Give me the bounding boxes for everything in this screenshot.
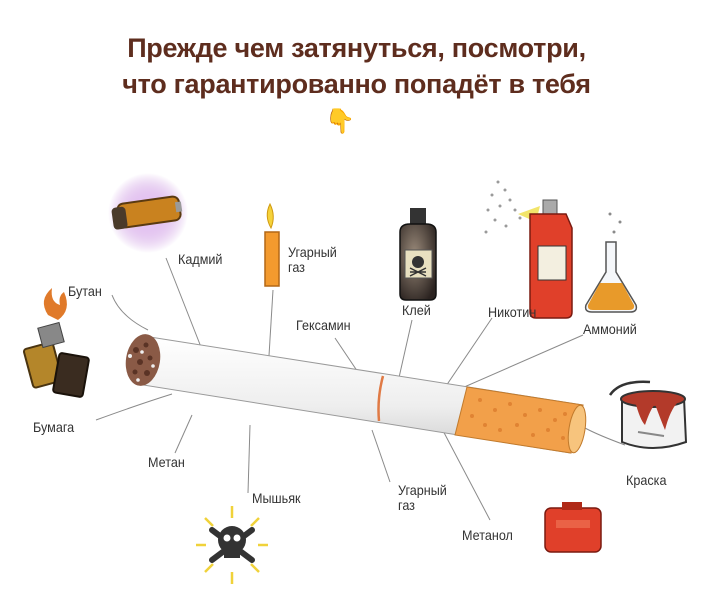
- flask-icon: [584, 212, 638, 313]
- lighter-icon: [23, 288, 90, 398]
- label-arsenic: Мышьяк: [252, 490, 301, 506]
- paint-can-icon: [608, 380, 688, 449]
- poison-bottle-icon: [399, 208, 437, 301]
- label-paper: Бумага: [33, 419, 75, 435]
- title-line-1: Прежде чем затянуться, посмотри,: [127, 33, 586, 63]
- poster-title: Прежде чем затянуться, посмотри, что гар…: [0, 30, 713, 102]
- skull-icon: [196, 506, 268, 584]
- label-hexamine: Гексамин: [296, 317, 351, 333]
- title-line-2: что гарантированно попадёт в тебя: [122, 69, 591, 99]
- battery-icon: [108, 173, 188, 253]
- pointing-down-hand-icon: 👇: [325, 108, 355, 135]
- spray-can-icon: [484, 180, 573, 319]
- label-carbon-monoxide-top: Угарный газ: [288, 244, 337, 275]
- label-ammonia: Аммоний: [583, 321, 637, 337]
- label-cadmium: Кадмий: [178, 251, 223, 267]
- cigarette: [125, 334, 587, 454]
- candle-icon: [264, 202, 280, 287]
- label-methanol: Метанол: [462, 527, 513, 543]
- label-glue: Клей: [402, 302, 431, 318]
- label-paint: Краска: [626, 472, 667, 488]
- canister-icon: [544, 502, 602, 553]
- label-methane: Метан: [148, 454, 185, 470]
- label-carbon-monoxide-bottom: Угарный газ: [398, 482, 447, 513]
- label-butane: Бутан: [68, 283, 102, 299]
- label-nicotine: Никотин: [488, 304, 537, 320]
